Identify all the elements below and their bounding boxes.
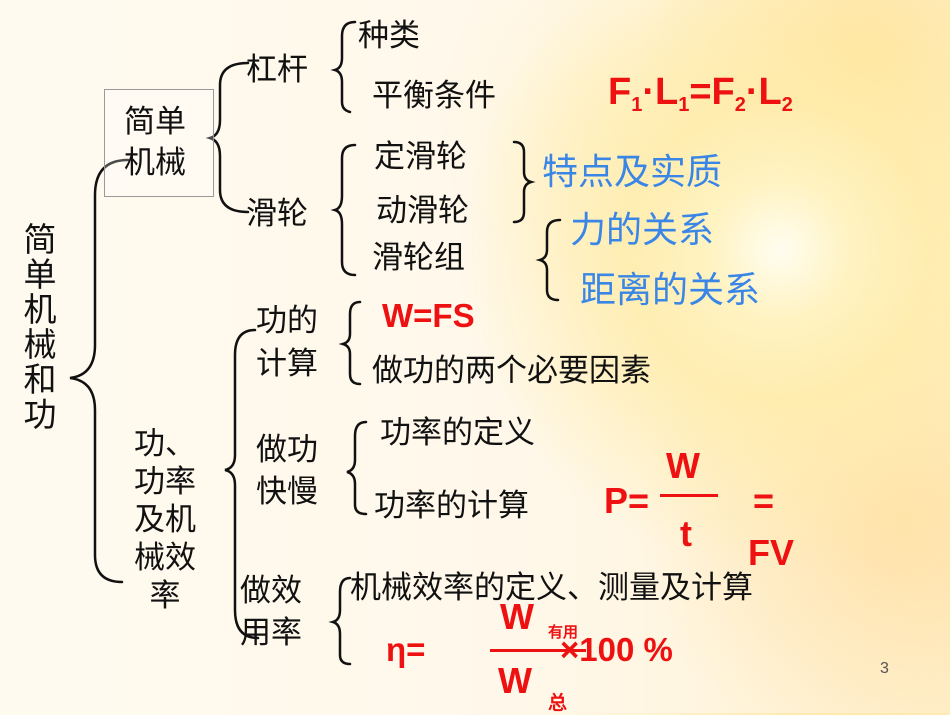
speed-label-2: 快慢 xyxy=(256,474,318,510)
power-formula-lhs: P= xyxy=(604,480,650,521)
efficiency-times-100: ×100 % xyxy=(560,631,673,668)
work-calc-brace xyxy=(338,300,362,386)
power-calculation: 功率的计算 xyxy=(374,488,529,524)
root-title: 简单机械和功 xyxy=(23,220,57,434)
notes-brace-1 xyxy=(512,140,536,224)
pulley-item-fixed: 定滑轮 xyxy=(374,139,467,175)
lever-label: 杠杆 xyxy=(246,52,308,88)
power-formula-numerator: W xyxy=(666,445,700,486)
power-definition: 功率的定义 xyxy=(380,415,535,451)
note-force-relation: 力的关系 xyxy=(570,210,715,251)
work-calc-label-2: 计算 xyxy=(256,346,318,382)
work-requirements: 做功的两个必要因素 xyxy=(372,353,651,389)
simple-machine-brace xyxy=(205,61,250,214)
lever-brace xyxy=(330,20,357,114)
note-features: 特点及实质 xyxy=(542,152,723,193)
efficiency-label-1: 做效 xyxy=(240,573,302,609)
page-number: 3 xyxy=(880,660,889,677)
simple-machine-label-2: 机械 xyxy=(124,145,186,181)
note-distance-relation: 距离的关系 xyxy=(580,270,761,311)
efficiency-fraction-line xyxy=(490,649,586,652)
work-power-brace xyxy=(224,328,260,640)
work-calc-label-1: 功的 xyxy=(256,303,318,339)
speed-brace xyxy=(346,420,368,516)
work-formula: W=FS xyxy=(382,297,475,334)
efficiency-denominator: W xyxy=(498,660,532,701)
power-fraction-line xyxy=(660,494,718,497)
lever-item-types: 种类 xyxy=(358,18,420,54)
pulley-item-movable: 动滑轮 xyxy=(376,193,469,229)
simple-machine-label-1: 简单 xyxy=(124,104,186,140)
speed-label-1: 做功 xyxy=(256,432,318,468)
efficiency-formula-lhs: η= xyxy=(386,631,426,668)
notes-brace-2 xyxy=(535,218,562,302)
pulley-brace xyxy=(330,143,357,277)
lever-balance-formula: F1·L1=F2·L2 xyxy=(608,71,793,116)
efficiency-definition: 机械效率的定义、测量及计算 xyxy=(350,570,753,606)
efficiency-numerator: W xyxy=(500,596,534,637)
power-formula-denominator: t xyxy=(680,513,692,554)
root-brace xyxy=(69,158,130,584)
simple-machine-box xyxy=(104,89,214,197)
efficiency-brace xyxy=(328,576,352,666)
efficiency-numerator-sub: 有用 xyxy=(548,623,579,641)
work-power-label: 功、 功率 及机 械效 率 xyxy=(134,426,196,614)
efficiency-label-2: 用率 xyxy=(240,615,302,651)
power-formula-equals: = xyxy=(753,480,775,521)
efficiency-denominator-sub: 总 xyxy=(548,692,568,714)
power-formula-rhs: FV xyxy=(748,532,795,573)
pulley-item-block: 滑轮组 xyxy=(372,240,465,276)
lever-item-balance: 平衡条件 xyxy=(372,78,496,114)
pulley-label: 滑轮 xyxy=(246,196,308,232)
